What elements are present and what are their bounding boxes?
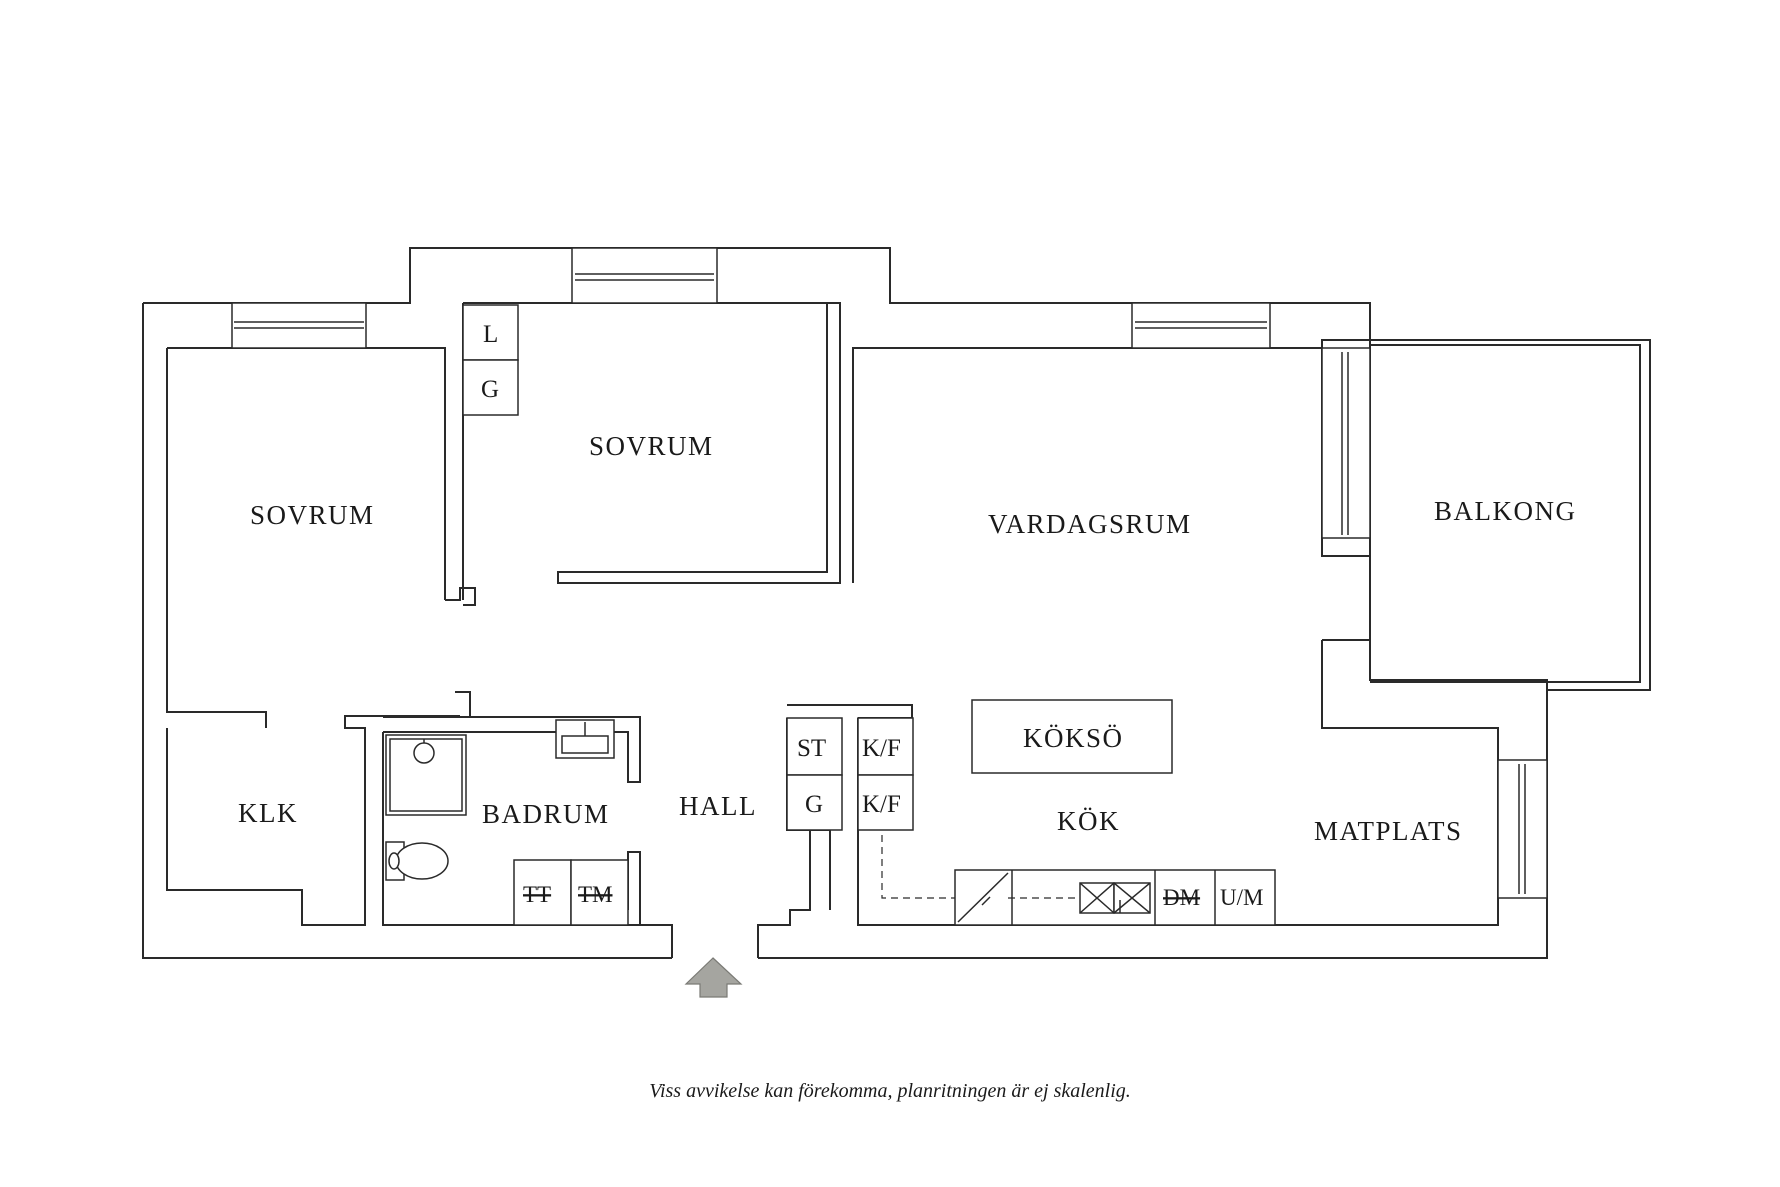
disclaimer-text: Viss avvikelse kan förekomma, planritnin… bbox=[649, 1080, 1131, 1102]
room-label-sovrum-left: SOVRUM bbox=[250, 500, 375, 530]
room-label-balkong: BALKONG bbox=[1434, 496, 1577, 526]
room-label-koksö: KÖKSÖ bbox=[1023, 723, 1124, 753]
room-label-sovrum-mid: SOVRUM bbox=[589, 431, 714, 461]
shower-icon bbox=[385, 734, 467, 816]
fridge-label-top: K/F bbox=[862, 735, 901, 762]
dishwasher-label: DM bbox=[1163, 885, 1200, 910]
room-label-vardagsrum: VARDAGSRUM bbox=[988, 509, 1192, 539]
kitchen-counter bbox=[881, 835, 1276, 926]
microwave-label: U/M bbox=[1220, 885, 1263, 910]
room-label-badrum: BADRUM bbox=[482, 799, 610, 829]
washer-label: TM bbox=[578, 882, 613, 907]
closet-label-l: L bbox=[483, 321, 498, 348]
fridge-label-bottom: K/F bbox=[862, 791, 901, 818]
entrance-arrow-icon bbox=[684, 957, 743, 998]
kitchen-sink-icon bbox=[1079, 882, 1151, 914]
closet-label-g-hall: G bbox=[805, 791, 823, 818]
kitchen-island bbox=[971, 699, 1173, 774]
outer-walls bbox=[142, 247, 1651, 959]
closet-label-st: ST bbox=[797, 735, 826, 762]
room-label-matplats: MATPLATS bbox=[1314, 816, 1463, 846]
closets bbox=[462, 304, 914, 926]
room-label-hall: HALL bbox=[679, 791, 757, 821]
room-label-kok: KÖK bbox=[1057, 806, 1120, 836]
room-label-klk: KLK bbox=[238, 798, 298, 828]
dryer-label: TT bbox=[523, 882, 551, 907]
sink-icon bbox=[555, 719, 615, 759]
toilet-icon bbox=[385, 841, 449, 881]
windows bbox=[231, 247, 1548, 899]
closet-label-g-top: G bbox=[481, 376, 499, 403]
